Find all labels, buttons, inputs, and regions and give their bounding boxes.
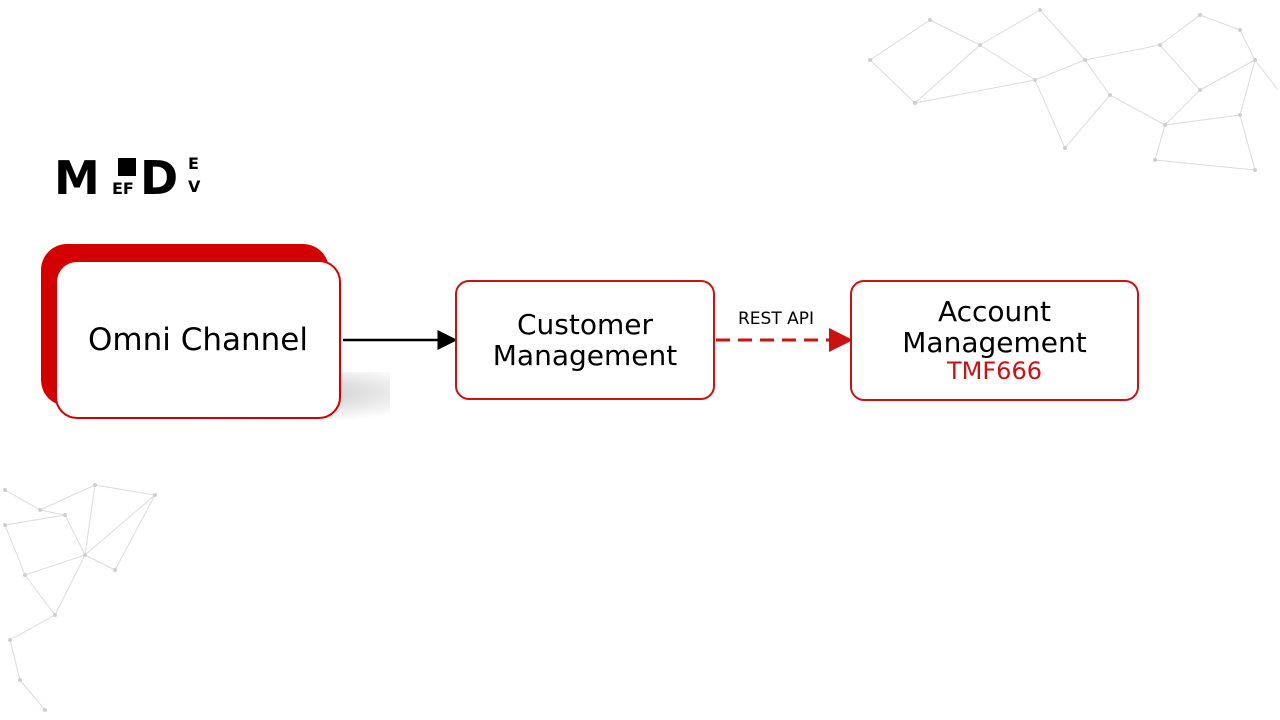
network-pattern-bottom-left	[3, 483, 157, 712]
logo-letter-d: D	[140, 151, 179, 205]
customer-management-label-line2: Management	[492, 339, 678, 372]
logo-letter-v: V	[188, 177, 201, 196]
account-management-code: TMF666	[947, 357, 1042, 386]
account-management-node: Account Management TMF666	[850, 280, 1139, 401]
customer-management-label-line1: Customer	[516, 307, 653, 341]
omni-channel-label: Omni Channel	[88, 321, 308, 358]
customer-management-node: Customer Management	[455, 280, 715, 400]
logo: M EF D E V	[54, 155, 214, 201]
logo-letter-m: M	[54, 151, 100, 205]
account-management-label-line1: Account	[937, 294, 1052, 328]
logo-letters-ef: EF	[112, 179, 134, 198]
logo-square-mark	[118, 158, 136, 176]
network-pattern-top-right	[868, 8, 1279, 172]
omni-channel-node: Omni Channel	[55, 260, 341, 419]
account-management-label-line2: Management	[902, 326, 1087, 360]
logo-letter-e: E	[188, 154, 199, 173]
rest-api-label: REST API	[738, 309, 815, 329]
